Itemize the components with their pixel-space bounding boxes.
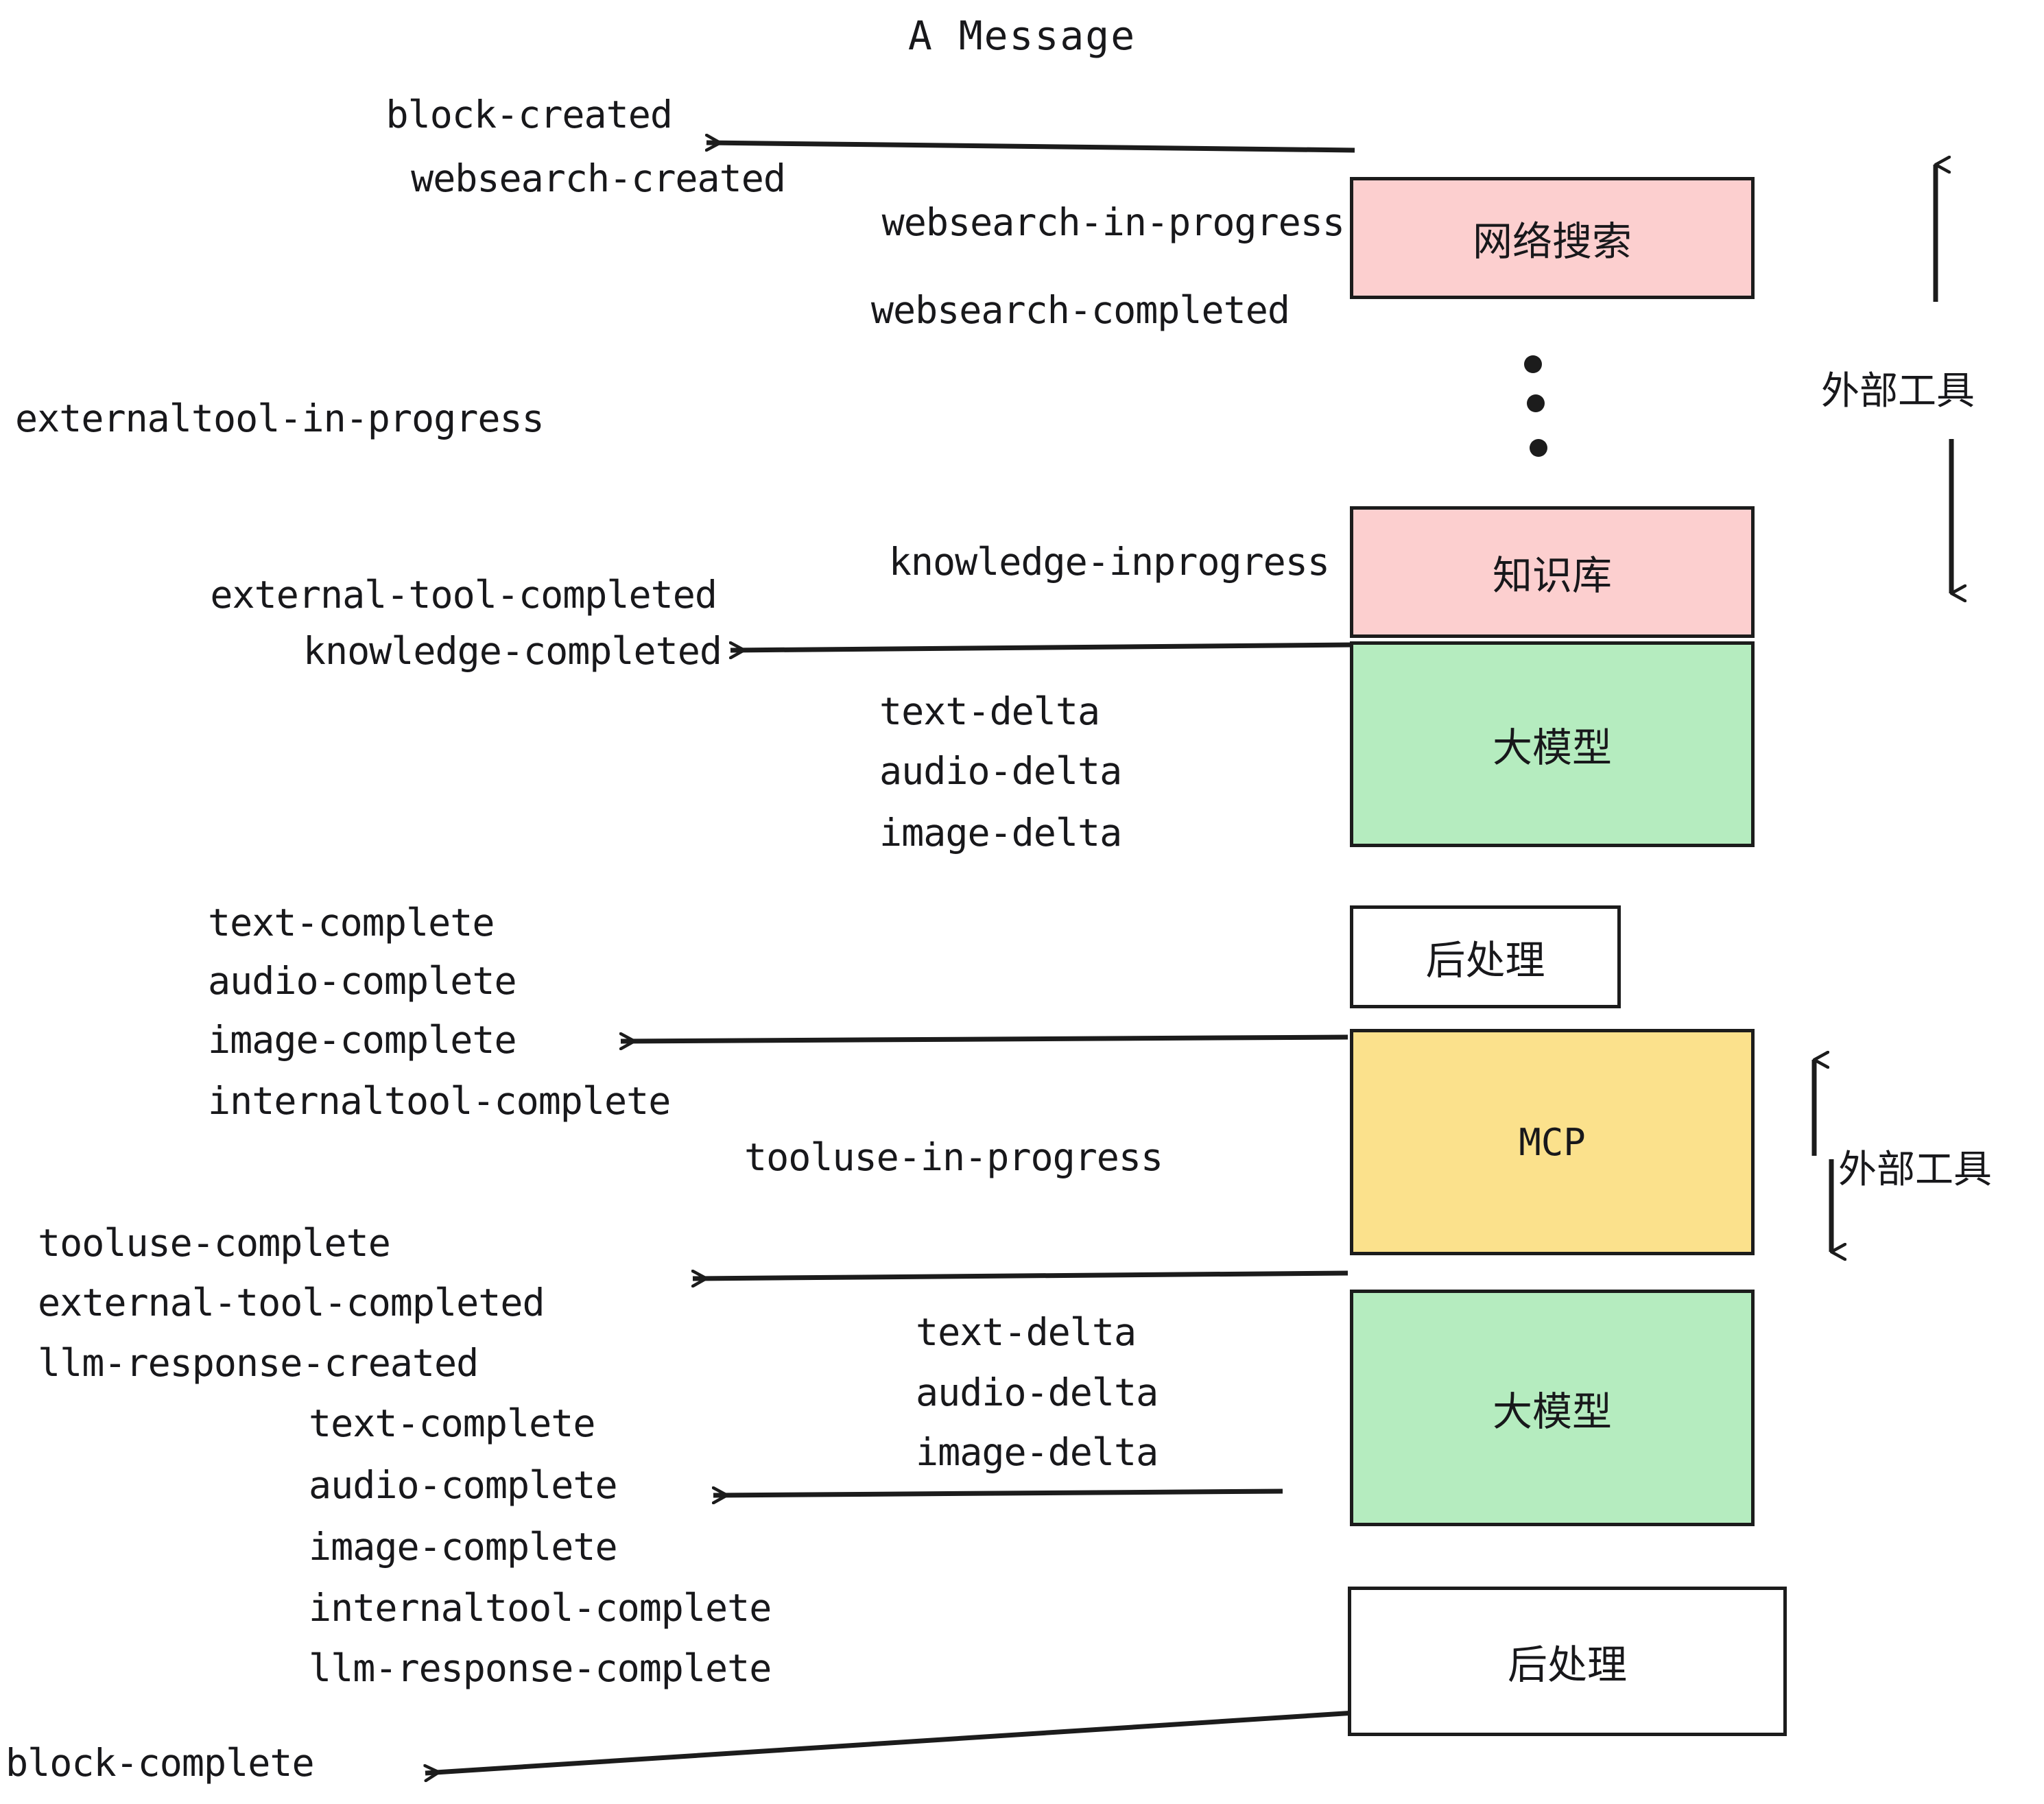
event-internaltool-complete-1: internaltool-complete [208, 1079, 671, 1123]
event-externaltool-in-progress: externaltool-in-progress [15, 396, 545, 440]
event-knowledge-inprogress: knowledge-inprogress [888, 540, 1330, 584]
box-websearch-label: 网络搜索 [1472, 218, 1632, 265]
event-websearch-completed: websearch-completed [870, 288, 1290, 332]
event-text-delta-2: text-delta [916, 1310, 1137, 1354]
arrow-postprocess2-to-block-complete [425, 1710, 1355, 1773]
event-tooluse-complete: tooluse-complete [38, 1221, 391, 1265]
box-llm-2-label: 大模型 [1492, 1388, 1612, 1435]
event-audio-delta-2: audio-delta [916, 1370, 1158, 1414]
event-image-complete-1: image-complete [208, 1018, 517, 1062]
ellipsis-dot-2 [1527, 394, 1545, 412]
box-postprocess-1[interactable]: 后处理 [1350, 905, 1621, 1008]
event-websearch-in-progress: websearch-in-progress [881, 200, 1345, 244]
event-external-tool-completed-2: external-tool-completed [38, 1281, 545, 1325]
box-postprocess-2[interactable]: 后处理 [1348, 1587, 1787, 1736]
event-text-delta-1: text-delta [879, 689, 1100, 733]
event-image-complete-2: image-complete [309, 1525, 618, 1569]
box-knowledge[interactable]: 知识库 [1350, 506, 1755, 638]
box-postprocess-2-label: 后处理 [1507, 1641, 1627, 1688]
event-image-delta-2: image-delta [916, 1430, 1158, 1474]
event-audio-complete-2: audio-complete [309, 1463, 618, 1507]
arrow-websearch-to-created [706, 143, 1355, 153]
event-image-delta-1: image-delta [879, 811, 1122, 855]
box-mcp[interactable]: MCP [1350, 1029, 1755, 1255]
event-audio-complete-1: audio-complete [208, 959, 517, 1003]
arrow-llm2-to-audio-complete [713, 1491, 1283, 1495]
event-external-tool-completed-1: external-tool-completed [210, 573, 717, 617]
side-label-external-tools-1: 外部工具 [1821, 369, 1975, 414]
arrow-mcp-to-tooluse-complete [693, 1273, 1348, 1279]
page-title: A Message [907, 12, 1137, 59]
event-text-complete-2: text-complete [309, 1401, 595, 1445]
box-mcp-label: MCP [1519, 1120, 1586, 1164]
event-knowledge-completed: knowledge-completed [302, 629, 722, 673]
box-knowledge-label: 知识库 [1492, 552, 1612, 599]
event-audio-delta-1: audio-delta [879, 749, 1122, 793]
box-websearch[interactable]: 网络搜索 [1350, 177, 1755, 299]
box-llm-1[interactable]: 大模型 [1350, 641, 1755, 847]
event-text-complete-1: text-complete [208, 901, 495, 945]
box-postprocess-1-label: 后处理 [1425, 937, 1545, 984]
side-label-external-tools-2: 外部工具 [1838, 1148, 1992, 1192]
event-llm-response-created: llm-response-created [38, 1341, 479, 1385]
event-internaltool-complete-2: internaltool-complete [309, 1586, 772, 1630]
box-llm-2[interactable]: 大模型 [1350, 1290, 1755, 1526]
arrow-postprocess1-to-image-complete [621, 1037, 1348, 1041]
event-websearch-created: websearch-created [411, 156, 786, 200]
event-tooluse-in-progress: tooluse-in-progress [744, 1135, 1163, 1179]
event-llm-response-complete: llm-response-complete [309, 1646, 772, 1690]
ellipsis-dot-1 [1524, 355, 1542, 373]
box-llm-1-label: 大模型 [1492, 724, 1612, 771]
arrow-knowledge-to-completed [730, 645, 1355, 650]
ellipsis-dot-3 [1530, 439, 1547, 457]
event-block-complete: block-complete [5, 1741, 315, 1785]
event-block-created: block-created [385, 93, 673, 137]
